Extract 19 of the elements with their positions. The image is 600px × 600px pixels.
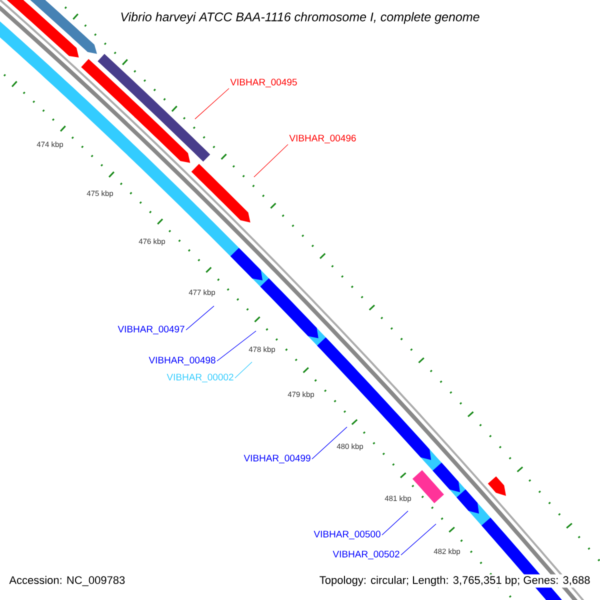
gene-label: VIBHAR_00497 xyxy=(118,326,184,334)
leader-line xyxy=(186,306,214,330)
genome-summary-text: Topology: circular; Length: 3,765,351 bp; Genes: 3,688 xyxy=(318,574,592,588)
leader-line xyxy=(194,88,230,120)
accession-text: Accession: NC_009783 xyxy=(9,576,125,586)
leader-line xyxy=(382,510,408,536)
gene-label: VIBHAR_00499 xyxy=(244,454,310,464)
leader-line xyxy=(216,330,256,362)
gene-label: VIBHAR_00498 xyxy=(148,356,216,366)
gene-label: VIBHAR_00495 xyxy=(230,78,297,88)
gene-label: VIBHAR_00002 xyxy=(166,374,234,382)
gene-label: VIBHAR_00496 xyxy=(289,134,356,144)
leader-line xyxy=(312,426,348,460)
leader-line xyxy=(400,524,436,556)
gene-label: VIBHAR_00502 xyxy=(332,550,400,560)
gene-label: VIBHAR_00500 xyxy=(314,530,380,540)
title: Vibrio harveyi ATCC BAA-1116 chromosome I, complete genome xyxy=(119,11,481,25)
leader-line xyxy=(234,362,252,378)
leader-line xyxy=(254,144,288,178)
